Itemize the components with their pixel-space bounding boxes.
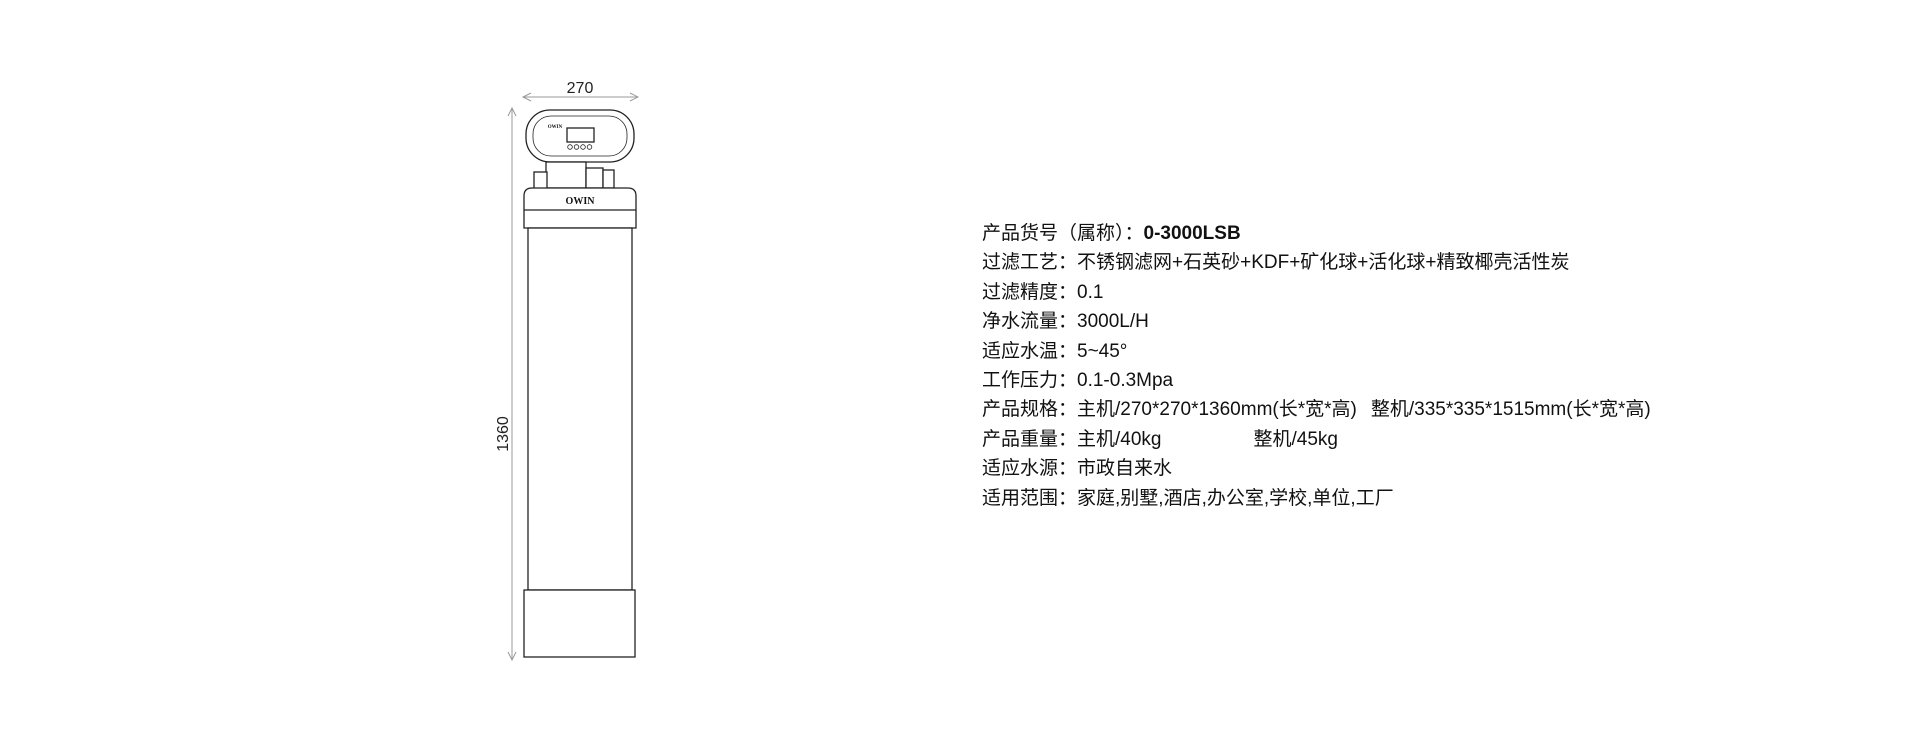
spec-scope: 适用范围：家庭,别墅,酒店,办公室,学校,单位,工厂 bbox=[982, 484, 1651, 513]
spec-value-secondary: 整机/335*335*1515mm(长*宽*高) bbox=[1370, 399, 1651, 421]
control-buttons bbox=[567, 144, 593, 150]
height-label: 1360 bbox=[495, 416, 512, 452]
spec-flow: 净水流量：3000L/H bbox=[982, 307, 1651, 336]
spec-value: 5~45° bbox=[1077, 340, 1128, 362]
tank-base bbox=[523, 589, 636, 658]
spec-weight: 产品重量：主机/40kg 整机/45kg bbox=[982, 425, 1651, 454]
tank-body bbox=[527, 227, 633, 591]
height-dimension-line bbox=[507, 106, 517, 662]
spec-value: 3000L/H bbox=[1077, 311, 1149, 333]
spec-value: 主机/40kg bbox=[1077, 428, 1162, 450]
spec-precision: 过滤精度：0.1 bbox=[982, 278, 1651, 307]
spec-label: 适应水温： bbox=[982, 340, 1078, 362]
spec-value: 0.1 bbox=[1077, 281, 1104, 303]
width-dimension-line bbox=[521, 92, 640, 102]
spec-label: 工作压力： bbox=[982, 369, 1078, 391]
spec-process: 过滤工艺：不锈钢滤网+石英砂+KDF+矿化球+活化球+精致椰壳活性炭 bbox=[982, 248, 1651, 277]
spec-value: 0-3000LSB bbox=[1143, 223, 1241, 244]
spec-label: 产品规格： bbox=[982, 399, 1078, 421]
spec-water-source: 适应水源：市政自来水 bbox=[982, 454, 1651, 483]
spec-value: 家庭,别墅,酒店,办公室,学校,单位,工厂 bbox=[1077, 487, 1394, 509]
spec-label: 适用范围： bbox=[982, 487, 1078, 509]
width-label: 270 bbox=[567, 80, 594, 97]
display-screen bbox=[566, 127, 595, 143]
spec-label: 产品货号（属称）： bbox=[982, 223, 1144, 244]
spec-label: 过滤精度： bbox=[982, 281, 1078, 303]
spec-label: 适应水源： bbox=[982, 458, 1078, 480]
spec-temperature: 适应水温：5~45° bbox=[982, 337, 1651, 366]
spec-value: 0.1-0.3Mpa bbox=[1077, 369, 1174, 391]
spec-value: 主机/270*270*1360mm(长*宽*高) bbox=[1077, 399, 1357, 421]
filter-unit bbox=[523, 109, 637, 658]
spec-model: 产品货号（属称）：0-3000LSB bbox=[982, 219, 1651, 248]
spec-size: 产品规格：主机/270*270*1360mm(长*宽*高) 整机/335*335*… bbox=[982, 395, 1651, 424]
spec-label: 产品重量： bbox=[982, 428, 1078, 450]
brand-logo: OWIN bbox=[566, 196, 596, 207]
spec-label: 过滤工艺： bbox=[982, 252, 1078, 274]
spec-label: 净水流量： bbox=[982, 311, 1078, 333]
spec-value: 市政自来水 bbox=[1077, 458, 1173, 480]
tank-cap bbox=[523, 187, 637, 229]
spec-value-secondary: 整机/45kg bbox=[1253, 428, 1338, 450]
spec-value: 不锈钢滤网+石英砂+KDF+矿化球+活化球+精致椰壳活性炭 bbox=[1077, 252, 1570, 274]
spec-pressure: 工作压力：0.1-0.3Mpa bbox=[982, 366, 1651, 395]
spec-list: 产品货号（属称）：0-3000LSB 过滤工艺：不锈钢滤网+石英砂+KDF+矿化… bbox=[982, 219, 1651, 513]
head-logo: OWIN bbox=[548, 125, 563, 130]
